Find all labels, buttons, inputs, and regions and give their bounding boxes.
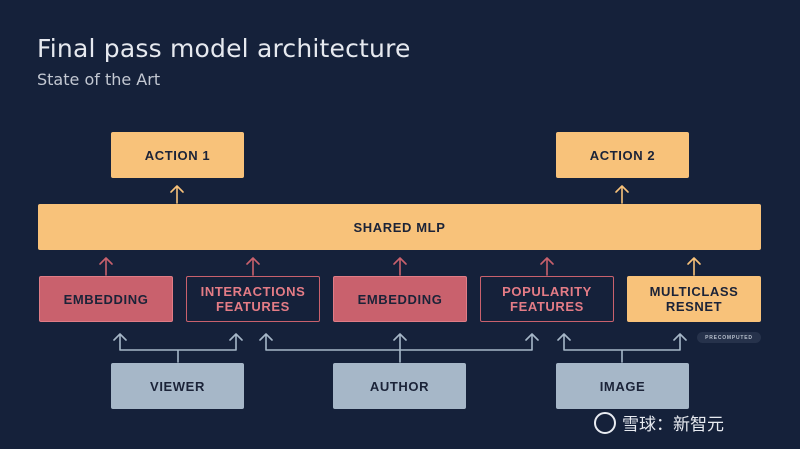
embedding-box-2: EMBEDDING [333,276,467,322]
popularity-line2: FEATURES [510,299,584,314]
arrow-emb2-up [393,257,407,276]
arrow-pop-up [540,257,554,276]
action-1-box: ACTION 1 [111,132,244,178]
viewer-box: VIEWER [111,363,244,409]
image-box: IMAGE [556,363,689,409]
resnet-line2: RESNET [665,299,723,314]
resnet-line1: MULTICLASS [649,284,739,299]
action-2-box: ACTION 2 [556,132,689,178]
author-box: AUTHOR [333,363,466,409]
snowball-logo-icon [594,411,616,434]
interactions-line2: FEATURES [216,299,290,314]
shared-mlp-box: SHARED MLP [38,204,761,250]
page-title: Final pass model architecture [37,34,411,63]
arrow-resnet-up [687,257,701,276]
arrow-emb1-up [99,257,113,276]
watermark-text: 雪球：新智元 [622,415,724,435]
multiclass-resnet-box: MULTICLASS RESNET [627,276,761,322]
popularity-features-box: POPULARITY FEATURES [480,276,614,322]
arrow-to-action2 [615,185,629,204]
arrow-image-branch [557,333,687,363]
interactions-features-box: INTERACTIONS FEATURES [186,276,320,322]
arrow-viewer-branch [113,333,243,363]
arrow-author-branch [259,333,539,363]
arrow-inter-up [246,257,260,276]
embedding-box-1: EMBEDDING [39,276,173,322]
precomputed-badge: PRECOMPUTED [697,332,761,343]
watermark: 雪球：新智元 [594,410,724,435]
arrow-to-action1 [170,185,184,204]
interactions-line1: INTERACTIONS [200,284,306,299]
popularity-line1: POPULARITY [502,284,592,299]
page-subtitle: State of the Art [37,70,161,89]
